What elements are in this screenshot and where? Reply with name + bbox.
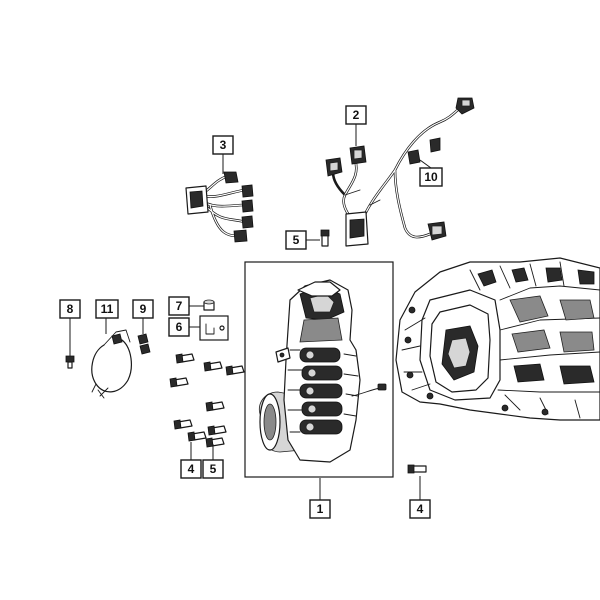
transmission-case <box>395 257 600 421</box>
leader-lines <box>69 124 432 500</box>
solenoid-stack <box>299 347 343 435</box>
svg-text:4: 4 <box>188 462 195 476</box>
callout-1[interactable]: 1 <box>309 499 331 519</box>
svg-text:4: 4 <box>417 502 424 516</box>
harness-connector-left <box>325 157 343 177</box>
bolt-4-lower <box>407 464 427 474</box>
svg-text:3: 3 <box>220 138 227 152</box>
bolt-5-upper <box>320 229 330 247</box>
clamp-bracket <box>91 329 132 399</box>
callout-3[interactable]: 3 <box>212 135 234 155</box>
solenoid-connectors <box>223 171 254 243</box>
part-6-box <box>199 315 229 341</box>
svg-text:8: 8 <box>67 302 74 316</box>
svg-text:6: 6 <box>176 320 183 334</box>
harness-connector-top <box>455 97 475 115</box>
svg-text:2: 2 <box>353 108 360 122</box>
harness-block-connector <box>185 185 209 215</box>
valve-body-group-box <box>244 261 394 478</box>
harness-large-connector <box>345 211 369 247</box>
wiring-harness-main <box>325 97 475 247</box>
harness-clips <box>407 137 441 165</box>
callout-10[interactable]: 10 <box>419 167 443 187</box>
callout-6[interactable]: 6 <box>168 317 190 337</box>
part-6 <box>205 323 225 335</box>
callout-5-left[interactable]: 5 <box>202 459 224 479</box>
callout-8[interactable]: 8 <box>59 299 81 319</box>
svg-text:5: 5 <box>293 233 300 247</box>
svg-text:9: 9 <box>140 302 147 316</box>
callout-11[interactable]: 11 <box>95 299 119 319</box>
svg-text:1: 1 <box>317 502 324 516</box>
callout-4-lower-right[interactable]: 4 <box>409 499 431 519</box>
callout-9[interactable]: 9 <box>132 299 154 319</box>
harness-connector-right <box>427 221 447 241</box>
bolt-cluster <box>169 353 245 448</box>
cap-7 <box>203 299 215 311</box>
svg-text:5: 5 <box>210 462 217 476</box>
callout-5-upper[interactable]: 5 <box>285 230 307 250</box>
screw-8 <box>65 355 75 369</box>
callout-4-left[interactable]: 4 <box>180 459 202 479</box>
solenoid-harness <box>185 171 254 243</box>
svg-text:10: 10 <box>424 170 438 184</box>
svg-text:7: 7 <box>176 299 183 313</box>
valve-body-assembly <box>258 279 387 463</box>
nut-9 <box>137 333 151 355</box>
callout-2[interactable]: 2 <box>345 105 367 125</box>
harness-connector-mid <box>349 145 367 165</box>
callout-7[interactable]: 7 <box>168 296 190 316</box>
svg-text:11: 11 <box>101 302 114 316</box>
